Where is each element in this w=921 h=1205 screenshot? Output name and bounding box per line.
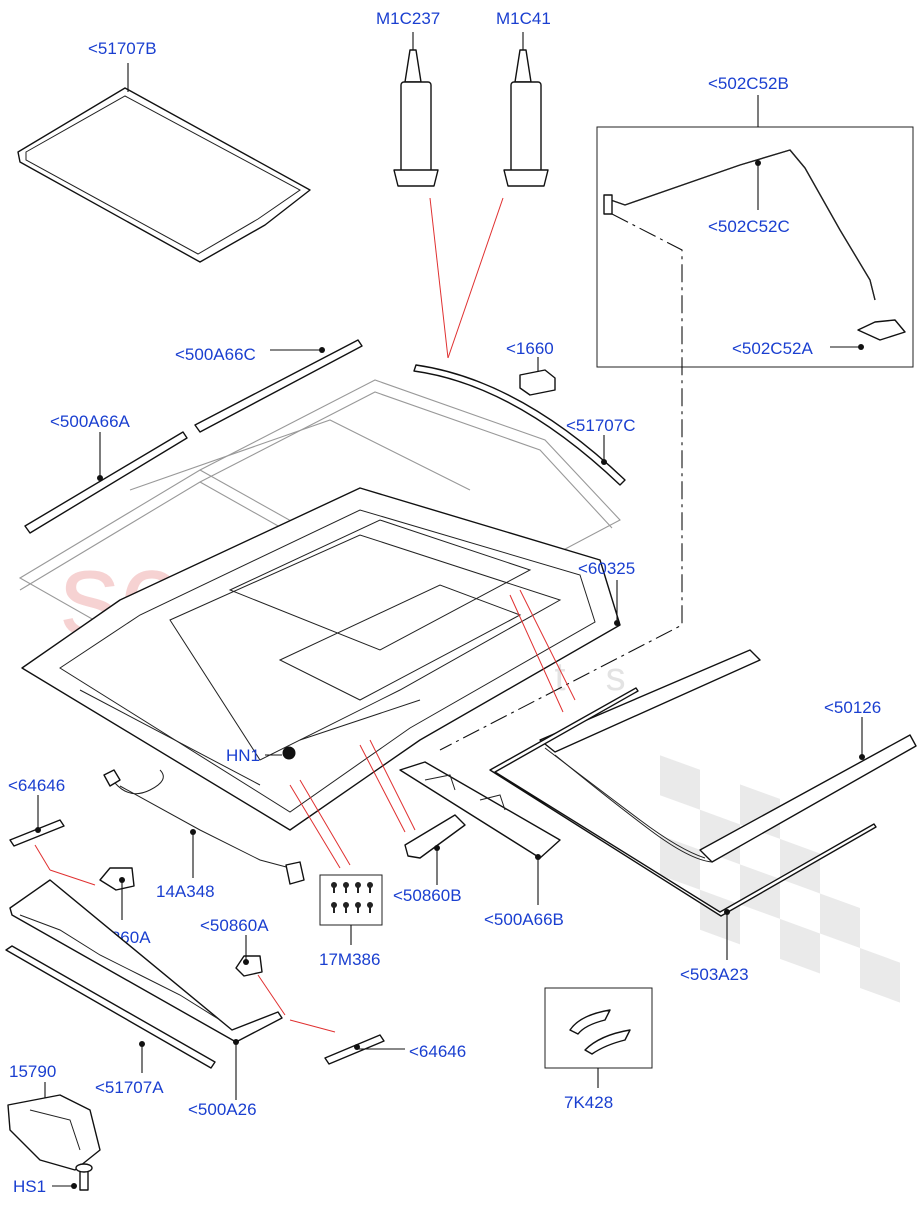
- label-500A26: <500A26: [188, 1100, 257, 1119]
- label-51707A: <51707A: [95, 1078, 164, 1097]
- harness-14A348: [103, 769, 305, 885]
- label-503A23: <503A23: [680, 965, 749, 984]
- drain-hose-detail-box: [596, 95, 914, 368]
- trim-500A66A: [24, 431, 188, 534]
- label-hn1: HN1: [226, 746, 260, 765]
- sunroof-motor-15790: [7, 1082, 101, 1171]
- label-1660: <1660: [506, 339, 554, 358]
- bracket-50860B: [404, 814, 466, 885]
- label-500A66A: <500A66A: [50, 412, 131, 431]
- label-60325: <60325: [578, 559, 635, 578]
- label-hs1: HS1: [13, 1177, 46, 1196]
- label-17M386: 17M386: [319, 950, 380, 969]
- bracket-50860A-right: [235, 935, 263, 977]
- trim-500A66C: [194, 339, 363, 433]
- label-7K428: 7K428: [564, 1093, 613, 1112]
- label-502C52A: <502C52A: [732, 339, 813, 358]
- clips-7K428: [544, 987, 653, 1088]
- label-64646-right: <64646: [409, 1042, 466, 1061]
- label-502C52B: <502C52B: [708, 74, 789, 93]
- bumper-m1c237: [393, 32, 439, 187]
- glass-seal-51707B: [17, 63, 311, 263]
- label-14A348: 14A348: [156, 882, 215, 901]
- label-m1c237: M1C237: [376, 9, 440, 28]
- label-50126: <50126: [824, 698, 881, 717]
- screw-hs1: [52, 1163, 93, 1191]
- label-m1c41: M1C41: [496, 9, 551, 28]
- bracket-50860A-left: [99, 867, 135, 920]
- label-51707C: <51707C: [566, 416, 635, 435]
- label-15790: 15790: [9, 1062, 56, 1081]
- label-51707B: <51707B: [88, 39, 157, 58]
- wind-deflector-500A26: [9, 879, 283, 1100]
- rail-assembly-50126: [539, 649, 917, 863]
- bumper-m1c41: [503, 32, 549, 187]
- roof-frame-60325: [21, 487, 621, 831]
- label-50860B: <50860B: [393, 886, 462, 905]
- label-64646-left: <64646: [8, 776, 65, 795]
- bracket-64646-right: [324, 1034, 405, 1065]
- label-500A66B: <500A66B: [484, 910, 564, 929]
- screws-17M386: [319, 874, 383, 945]
- label-50860A-right: <50860A: [200, 916, 269, 935]
- part-1660: [519, 357, 556, 396]
- bracket-64646-left: [9, 795, 65, 847]
- seal-51707C: [413, 364, 626, 486]
- trim-500A66B: [399, 761, 561, 905]
- drive-cable-503A23: [489, 687, 877, 960]
- label-500A66C: <500A66C: [175, 345, 256, 364]
- seal-51707A: [5, 945, 216, 1073]
- label-502C52C: <502C52C: [708, 217, 790, 236]
